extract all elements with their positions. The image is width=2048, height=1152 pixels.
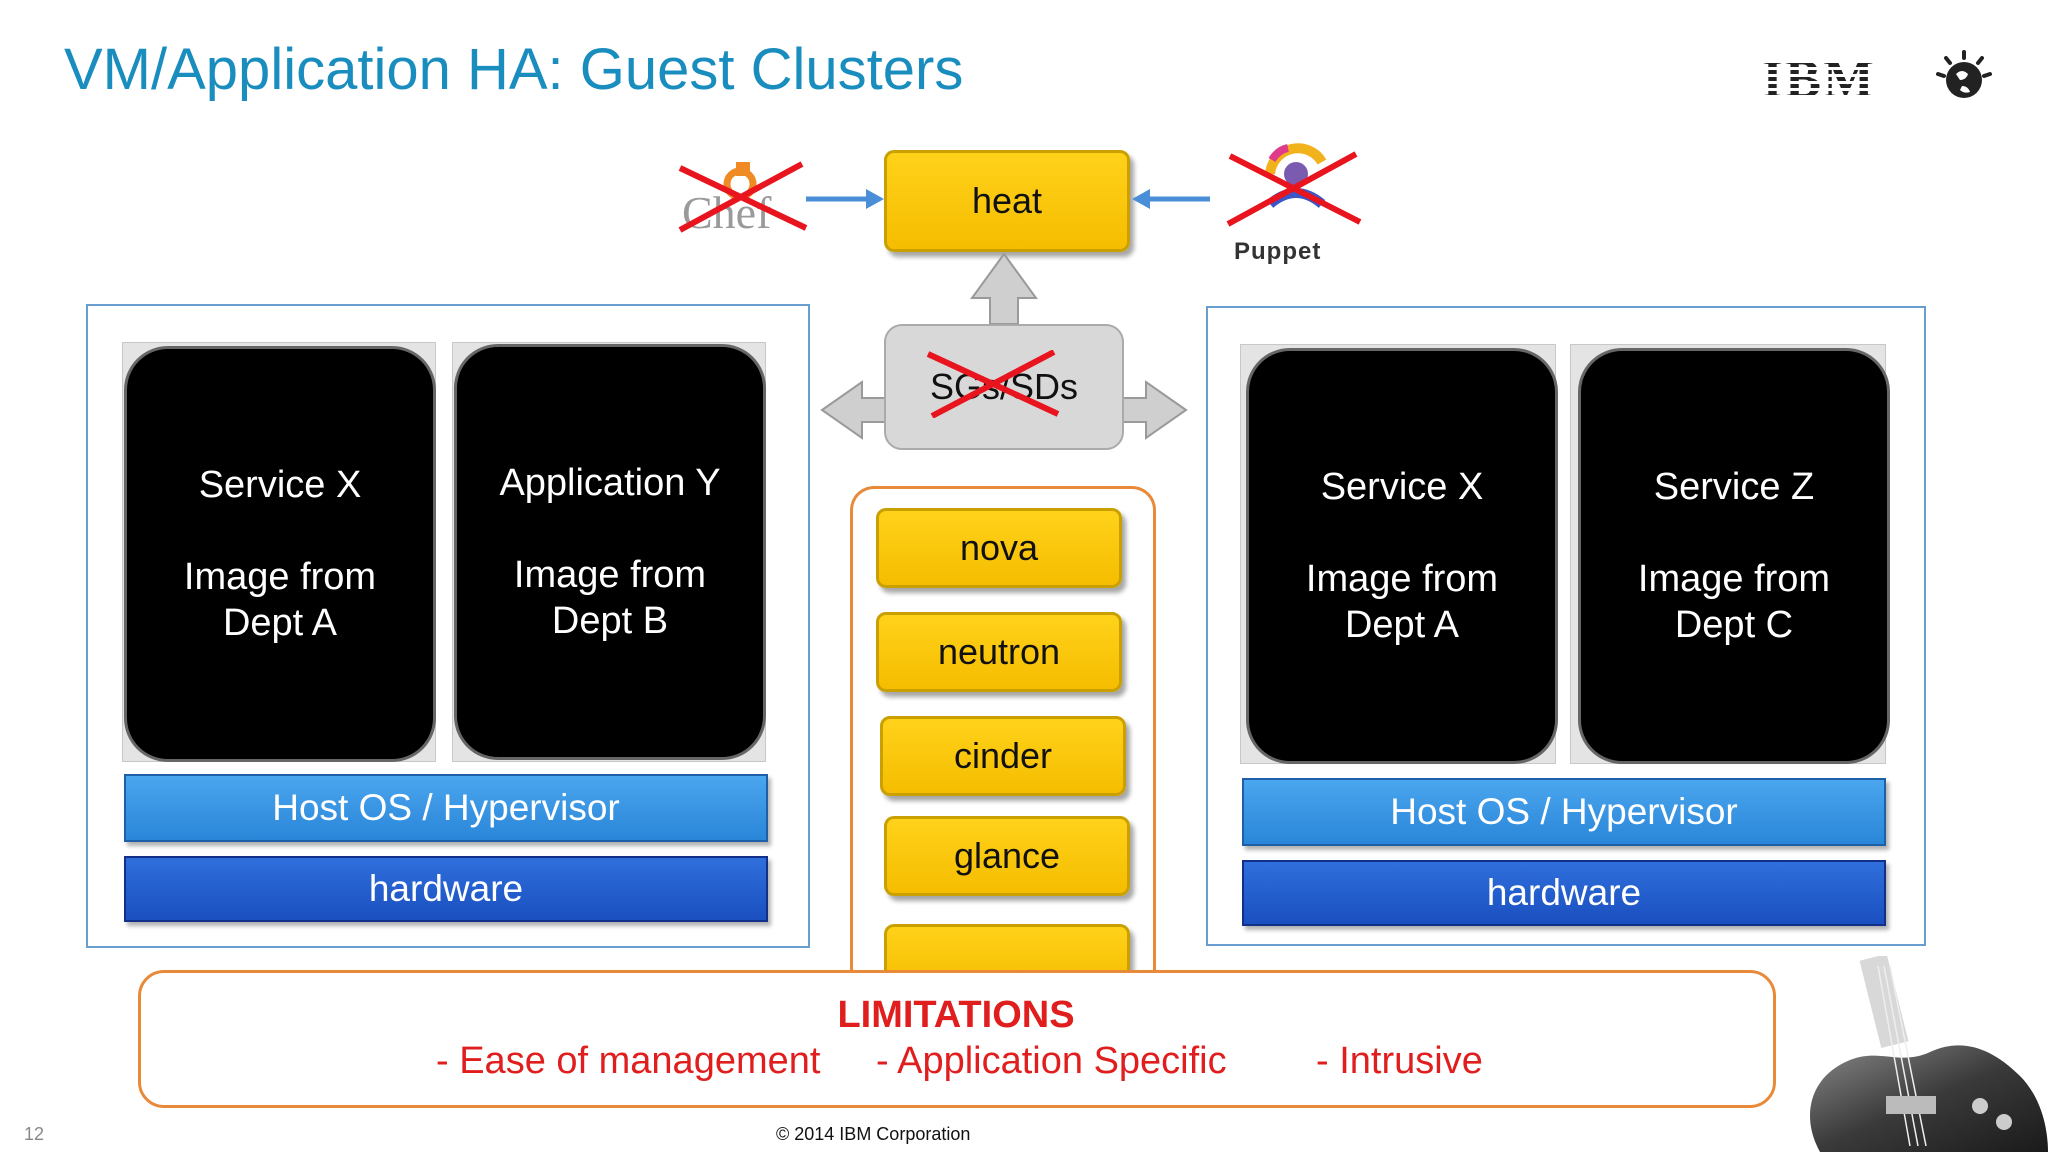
openstack-services-column	[850, 486, 1156, 977]
arrow-puppet-to-heat	[1132, 189, 1210, 209]
arrow-up-to-heat	[970, 252, 1038, 325]
chef-logo: Chef	[676, 158, 816, 238]
right-vm-service-z: Service Z Image from Dept C	[1578, 348, 1890, 764]
limitations-title: LIMITATIONS	[837, 994, 1075, 1036]
arrow-right-from-sg	[1121, 380, 1188, 440]
vm-dept: Dept A	[222, 602, 338, 644]
vm-dept: Dept B	[551, 600, 669, 642]
limitation-application-specific: - Application Specific	[876, 1040, 1227, 1082]
cinder-box: cinder	[880, 716, 1126, 796]
chef-logo-text: Chef	[682, 187, 772, 238]
right-vm-service-x: Service X Image from Dept A	[1246, 348, 1558, 764]
heat-box: heat	[884, 150, 1130, 252]
glance-box: glance	[884, 816, 1130, 896]
page-number: 12	[24, 1124, 45, 1144]
nova-box: nova	[876, 508, 1122, 588]
left-hardware-bar: hardware	[124, 856, 768, 922]
left-host-os-bar: Host OS / Hypervisor	[124, 774, 768, 842]
chef-cross-icon	[678, 161, 808, 233]
vm-name: Application Y	[499, 462, 721, 504]
right-hardware-bar: hardware	[1242, 860, 1886, 926]
vm-image-label: Image from	[513, 554, 707, 596]
puppet-logo: Puppet	[1226, 134, 1366, 270]
puppet-logo-text: Puppet	[1234, 238, 1322, 265]
vm-dept: Dept A	[1344, 604, 1460, 646]
ibm-logo: IBM	[1762, 48, 1998, 109]
ibm-smarter-planet-globe-icon	[1936, 50, 1992, 98]
vm-name: Service X	[1320, 466, 1484, 508]
vm-name: Service X	[198, 464, 362, 506]
slide-title: VM/Application HA: Guest Clusters	[64, 37, 964, 102]
vm-image-label: Image from	[1305, 558, 1499, 600]
arrow-left-from-sg	[820, 380, 887, 440]
puppet-cross-icon	[1226, 151, 1362, 227]
vm-dept: Dept C	[1674, 604, 1794, 646]
left-vm-service-x: Service X Image from Dept A	[124, 346, 436, 762]
ibm-logo-text: IBM	[1762, 49, 1876, 109]
sgs-cross-icon	[926, 350, 1060, 418]
arrow-chef-to-heat	[806, 189, 884, 209]
vm-image-label: Image from	[183, 556, 377, 598]
right-host-os-bar: Host OS / Hypervisor	[1242, 778, 1886, 846]
guitar-image	[1810, 956, 2048, 1152]
left-vm-application-y: Application Y Image from Dept B	[454, 344, 766, 760]
copyright: © 2014 IBM Corporation	[776, 1124, 971, 1144]
sgs-sds-box: SGs/SDs	[884, 324, 1124, 450]
limitation-ease-of-management: - Ease of management	[436, 1040, 821, 1082]
vm-name: Service Z	[1653, 466, 1815, 508]
limitations-box	[138, 970, 1776, 1108]
limitation-intrusive: - Intrusive	[1316, 1040, 1483, 1082]
neutron-box: neutron	[876, 612, 1122, 692]
vm-image-label: Image from	[1637, 558, 1831, 600]
